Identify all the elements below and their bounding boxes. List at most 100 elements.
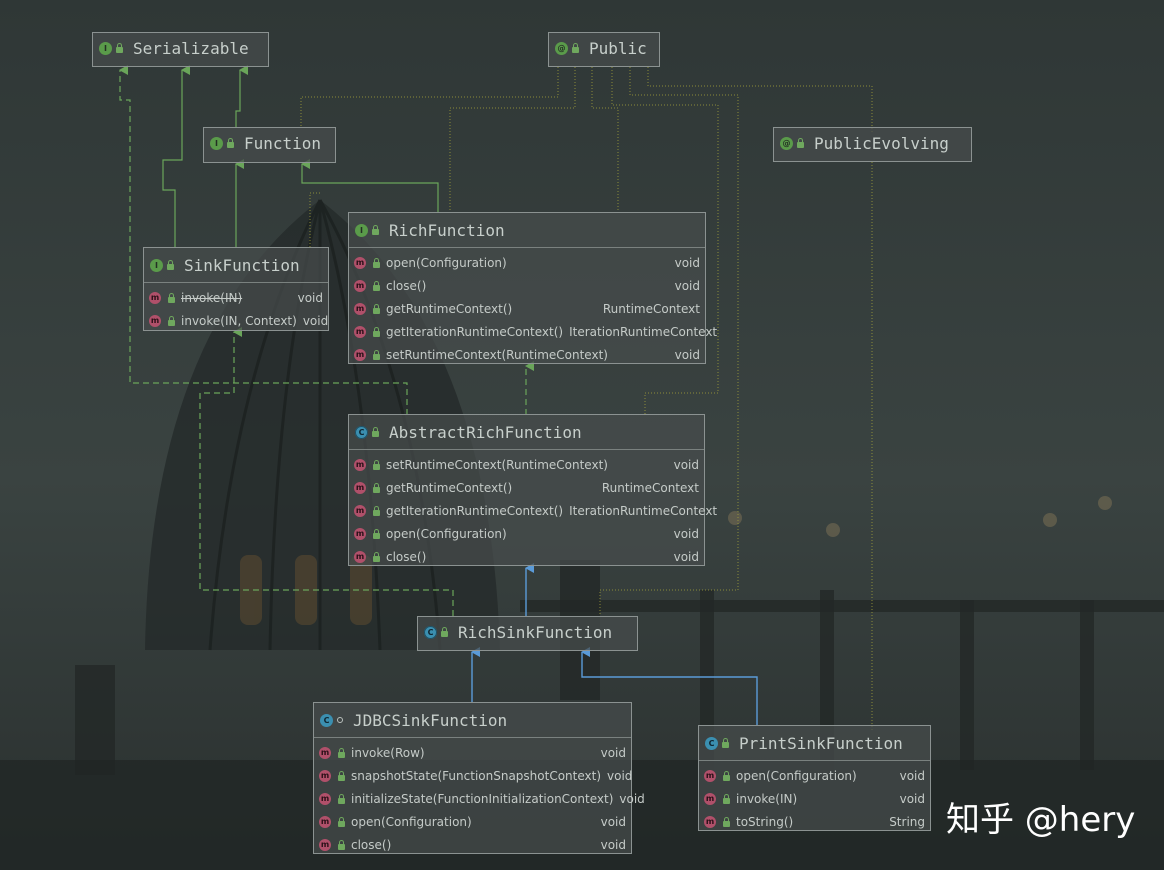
lock-icon bbox=[373, 303, 380, 314]
public-node[interactable]: @ Public bbox=[548, 32, 660, 67]
method-icon: m bbox=[354, 527, 366, 540]
method-icon: m bbox=[354, 279, 366, 292]
lock-icon bbox=[227, 138, 234, 148]
interface-icon: I bbox=[150, 258, 163, 272]
function-node[interactable]: I Function bbox=[203, 127, 336, 163]
method-icon: m bbox=[354, 348, 366, 361]
method-name: close() bbox=[386, 549, 427, 564]
method-type: void bbox=[600, 745, 626, 760]
lock-icon bbox=[116, 43, 123, 53]
node-title: Public bbox=[589, 38, 647, 58]
method-name: invoke(IN, Context) bbox=[181, 313, 297, 328]
rich-function-header: I RichFunction bbox=[349, 213, 705, 247]
lock-icon bbox=[168, 292, 175, 303]
node-title: Serializable bbox=[133, 38, 249, 58]
method-icon: m bbox=[319, 792, 331, 805]
lock-icon bbox=[373, 257, 380, 268]
interface-icon: I bbox=[210, 136, 223, 150]
method-name: getIterationRuntimeContext() bbox=[386, 503, 564, 518]
public-evolving-node[interactable]: @ PublicEvolving bbox=[773, 127, 972, 162]
method-name: getRuntimeContext() bbox=[386, 480, 513, 495]
method-type: RuntimeContext bbox=[601, 480, 699, 495]
method-name: open(Configuration) bbox=[386, 255, 507, 270]
method-name: initializeState(FunctionInitializationCo… bbox=[351, 791, 614, 806]
method-type: String bbox=[889, 814, 925, 829]
method-icon: m bbox=[354, 458, 366, 471]
serializable-node[interactable]: I Serializable bbox=[92, 32, 269, 67]
node-title: AbstractRichFunction bbox=[389, 422, 582, 442]
lock-icon bbox=[167, 260, 174, 270]
method-row[interactable]: m snapshotState(FunctionSnapshotContext) v… bbox=[314, 764, 633, 787]
method-icon: m bbox=[354, 256, 366, 269]
interface-icon: I bbox=[355, 223, 368, 237]
node-title: PublicEvolving bbox=[814, 133, 949, 153]
node-title: RichFunction bbox=[389, 220, 505, 240]
method-icon: m bbox=[354, 302, 366, 315]
node-title: JDBCSinkFunction bbox=[353, 710, 508, 730]
method-type: IterationRuntimeContext bbox=[569, 503, 718, 518]
class-icon: C bbox=[705, 736, 718, 750]
lock-icon bbox=[373, 280, 380, 291]
method-row[interactable]: m invoke(IN, Context) void bbox=[144, 309, 328, 332]
abstract-class-icon: C bbox=[424, 625, 437, 639]
method-name: toString() bbox=[736, 814, 794, 829]
lock-icon bbox=[372, 427, 379, 437]
lock-icon bbox=[572, 43, 579, 53]
public-evolving-header: @ PublicEvolving bbox=[774, 128, 971, 158]
lock-icon bbox=[723, 816, 730, 827]
method-type: void bbox=[619, 791, 645, 806]
method-type: void bbox=[607, 768, 633, 783]
method-icon: m bbox=[704, 792, 716, 805]
rich-sink-function-node[interactable]: C RichSinkFunction bbox=[417, 616, 638, 651]
lock-icon bbox=[373, 551, 380, 562]
method-type: void bbox=[899, 768, 925, 783]
method-type: void bbox=[302, 313, 329, 328]
method-row[interactable]: m getIterationRuntimeContext() IterationRu… bbox=[349, 499, 717, 522]
class-icon: C bbox=[320, 713, 333, 727]
lock-icon bbox=[373, 505, 380, 516]
method-icon: m bbox=[354, 504, 366, 517]
method-name: getRuntimeContext() bbox=[386, 301, 513, 316]
method-row[interactable]: m initializeState(FunctionInitializationC… bbox=[314, 787, 645, 810]
lock-icon bbox=[723, 770, 730, 781]
method-icon: m bbox=[149, 314, 161, 327]
method-name: getIterationRuntimeContext() bbox=[386, 324, 564, 339]
method-name: setRuntimeContext(RuntimeContext) bbox=[386, 457, 608, 472]
lock-icon bbox=[338, 747, 345, 758]
method-icon: m bbox=[319, 815, 331, 828]
method-type: void bbox=[600, 837, 626, 852]
method-name: open(Configuration) bbox=[736, 768, 857, 783]
method-name: open(Configuration) bbox=[351, 814, 472, 829]
jdbc-sink-function-node[interactable]: C JDBCSinkFunction m invoke(Row) void m sna… bbox=[313, 702, 645, 856]
method-name-deprecated: invoke(IN) bbox=[181, 290, 243, 305]
method-name: invoke(Row) bbox=[351, 745, 425, 760]
method-name: close() bbox=[351, 837, 392, 852]
method-name: snapshotState(FunctionSnapshotContext) bbox=[351, 768, 602, 783]
lock-icon bbox=[372, 225, 379, 235]
method-icon: m bbox=[319, 769, 331, 782]
method-name: open(Configuration) bbox=[386, 526, 507, 541]
